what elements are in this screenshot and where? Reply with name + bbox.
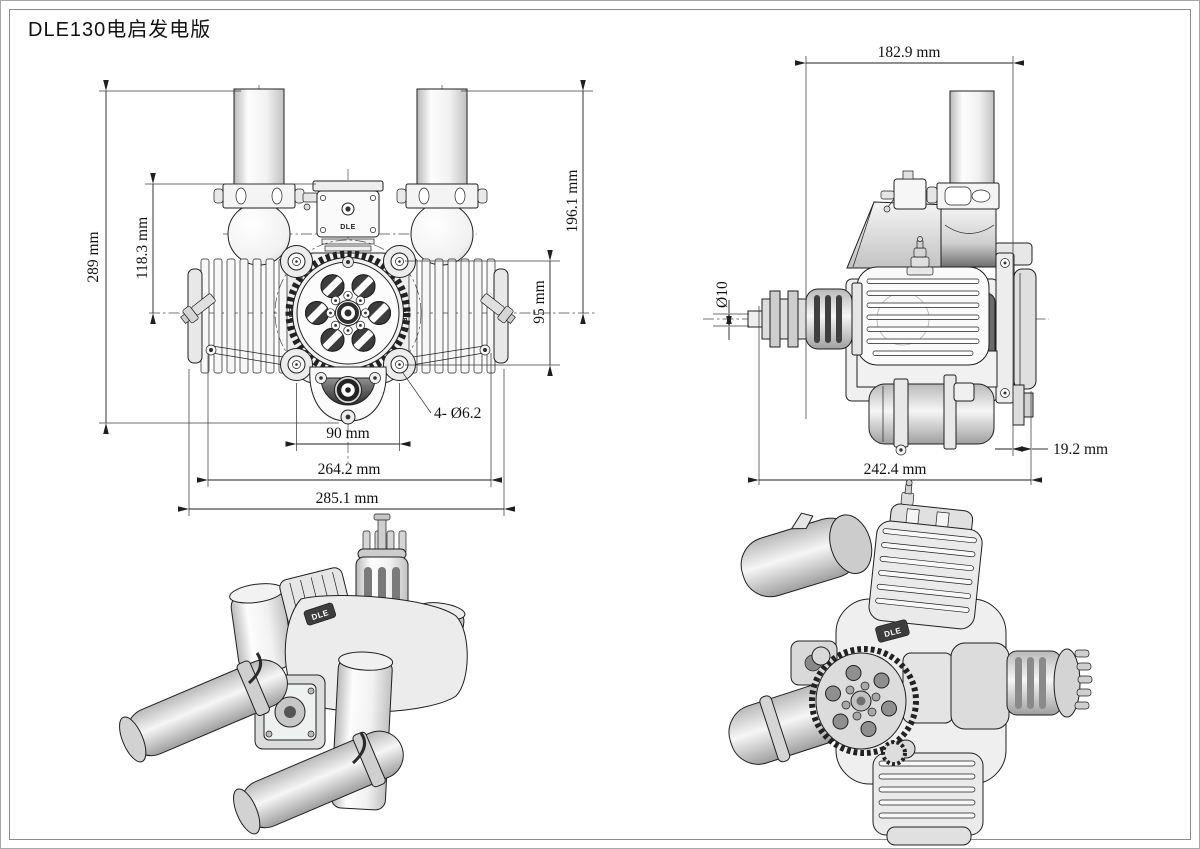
iso-left-clamp-hook-lower — [351, 732, 367, 765]
iso-left-muffler-lower — [233, 730, 404, 835]
iso-right-brand-plate: DLE — [875, 619, 910, 643]
label-mount-holes: 4- Ø6.2 — [434, 405, 481, 422]
iso-left-muffler-upper — [119, 659, 288, 763]
dim-width-over-lugs: 264.2 mm — [318, 461, 381, 478]
iso-left-carburetor — [254, 674, 326, 750]
spark-plug-side — [906, 236, 934, 276]
dim-clamp-to-center: 118.3 mm — [134, 217, 151, 279]
iso-left-elbow-can — [229, 583, 293, 674]
carburetor-front: DLE — [302, 180, 384, 259]
dim-shaft-diameter: Ø10 — [714, 281, 731, 308]
carburetor-side — [880, 170, 927, 213]
carburetor-brand-label: DLE — [340, 224, 356, 231]
iso-right-rotor — [809, 646, 919, 759]
muffler-left-front — [213, 88, 305, 266]
side-dimensions: 182.9 mm 242.4 mm 19.2 mm Ø10 — [713, 44, 1108, 485]
dim-depth: 182.9 mm — [878, 44, 941, 61]
iso-right-muffler-upper — [740, 512, 873, 598]
dim-mount-horizontal: 90 mm — [326, 425, 370, 442]
air-shroud — [846, 201, 950, 269]
dim-overall-length: 242.4 mm — [864, 461, 927, 478]
prop-shaft — [747, 282, 863, 356]
iso-right-cylinder-top — [868, 479, 983, 630]
iso-left-brand-plate: DLE — [303, 602, 337, 626]
cylinder-head-side — [856, 236, 990, 366]
dim-overall-width: 285.1 mm — [316, 490, 379, 507]
front-view: DLE — [85, 79, 595, 516]
spark-plug-left — [180, 293, 216, 325]
dim-rear-offset: 19.2 mm — [1053, 441, 1108, 458]
iso-view-left: DLE — [119, 513, 468, 835]
dim-overall-height: 289 mm — [85, 231, 102, 282]
iso-left-clamp-hook-upper — [247, 652, 263, 685]
side-view: 182.9 mm 242.4 mm 19.2 mm Ø10 — [703, 44, 1108, 485]
drawing-title: DLE130电启发电版 — [28, 19, 212, 41]
muffler-side — [926, 90, 1000, 268]
iso-right-small-gear — [881, 740, 907, 766]
front-dimensions: 289 mm 118.3 mm 196.1 mm 95 mm 90 mm 264… — [85, 79, 593, 516]
iso-right-cylinder-bottom — [872, 752, 984, 846]
iso-right-shaft-assembly — [902, 642, 1093, 730]
main-gear — [274, 239, 422, 387]
dim-top-to-center: 196.1 mm — [564, 170, 581, 233]
dim-mount-vertical: 95 mm — [531, 280, 548, 324]
iso-view-right: DLE — [728, 479, 1093, 846]
gear-bolt-circle — [325, 290, 371, 336]
pump-housing — [309, 366, 387, 425]
mount-posts — [280, 245, 416, 381]
rear-housing — [993, 242, 1037, 404]
iso-right-brand-label: DLE — [883, 626, 902, 639]
muffler-right-front — [396, 88, 488, 266]
spark-plug-right — [480, 293, 516, 325]
